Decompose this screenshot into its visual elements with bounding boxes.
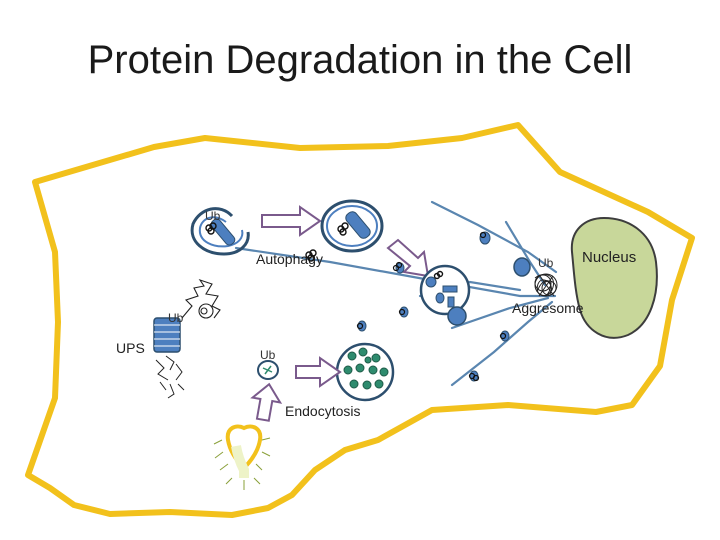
ub-label: Ub	[168, 311, 184, 325]
protein-aggregate	[356, 231, 507, 382]
aggresome-label: Aggresome	[512, 300, 584, 316]
membrane-invagination	[213, 424, 271, 490]
protein-aggregate	[337, 222, 349, 236]
autophagy-label: Autophagy	[256, 251, 323, 267]
nucleus	[570, 216, 658, 339]
proteasome	[153, 317, 181, 353]
unfolded-protein	[181, 278, 221, 319]
cargo-protein	[262, 365, 273, 375]
arrow	[386, 238, 430, 278]
vesicle	[395, 262, 405, 274]
vesicle	[447, 306, 467, 326]
arrow	[295, 356, 342, 388]
autophagosome	[320, 199, 384, 253]
vesicle	[513, 257, 531, 277]
peptide-fragments	[155, 355, 185, 399]
aggresome	[534, 273, 558, 297]
ups-label: UPS	[116, 340, 145, 356]
arrow	[261, 205, 322, 237]
page-title: Protein Degradation in the Cell	[87, 38, 633, 82]
protein-aggregate	[305, 249, 317, 262]
ub-label: Ub	[205, 209, 221, 223]
vesicle	[479, 231, 491, 245]
ub-label: Ub	[260, 348, 276, 362]
cell-membrane	[25, 122, 695, 518]
late-endosome	[335, 342, 395, 402]
phagophore	[190, 207, 250, 256]
arrow	[250, 382, 283, 422]
lysosome	[419, 264, 471, 316]
protein-aggregate	[205, 222, 217, 235]
microtubule-network	[234, 200, 558, 387]
endocytosis-label: Endocytosis	[285, 403, 360, 419]
nucleus-label: Nucleus	[582, 249, 636, 266]
ub-label: Ub	[538, 256, 554, 270]
protein-aggregate	[433, 270, 444, 280]
